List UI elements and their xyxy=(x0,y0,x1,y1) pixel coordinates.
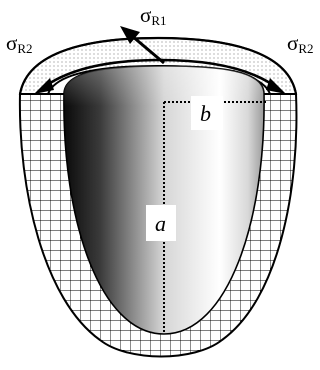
label-sigma-r1-subscript: R1 xyxy=(151,13,166,28)
label-a-background xyxy=(146,205,176,241)
label-b: b xyxy=(200,101,211,126)
label-sigma-r2-left-symbol: σ xyxy=(6,31,17,55)
label-sigma-r2-right-subscript: R2 xyxy=(298,41,313,56)
right-arrowhead xyxy=(266,78,286,94)
label-sigma-r1-symbol: σ xyxy=(140,3,151,27)
label-sigma-r2-left: σR2 xyxy=(6,31,33,56)
label-sigma-r2-right-symbol: σ xyxy=(287,31,298,55)
label-sigma-r1: σR1 xyxy=(140,3,167,28)
left-arrowhead xyxy=(34,78,54,94)
label-b-background xyxy=(191,96,223,130)
label-sigma-r2-right: σR2 xyxy=(287,31,314,56)
radial-stress-arrowhead xyxy=(120,26,140,44)
radial-stress-arrow-shaft xyxy=(131,34,165,65)
label-a: a xyxy=(155,211,166,236)
label-sigma-r2-left-subscript: R2 xyxy=(17,41,32,56)
top-cap-outer-edge xyxy=(18,36,298,95)
